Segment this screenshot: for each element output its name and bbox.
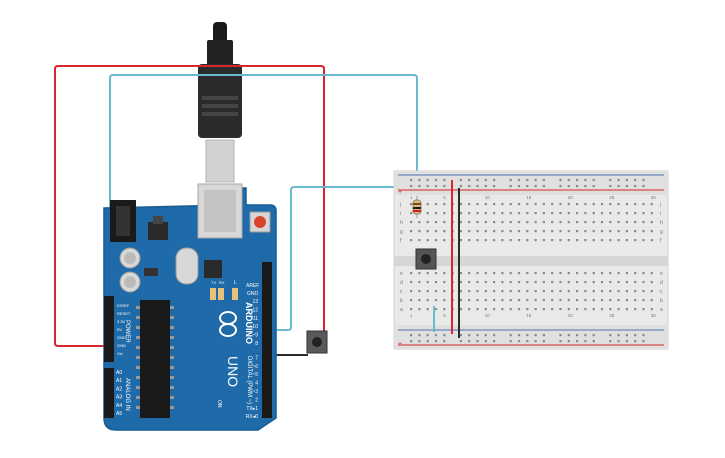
arduino-board[interactable]: ARDUINO UNO DIGITAL (PWM ~) ANALOG IN PO…	[103, 183, 277, 431]
column-number: 15	[526, 195, 532, 200]
row-label: e	[660, 271, 663, 277]
power-header[interactable]	[104, 296, 114, 362]
row-label: c	[400, 289, 403, 295]
analog-pin-label: A4	[116, 403, 122, 409]
row-label: i	[400, 211, 401, 217]
digital-header[interactable]	[262, 262, 272, 418]
row-label: j	[399, 202, 401, 208]
power-label: POWER	[124, 320, 130, 343]
column-number: 5	[443, 313, 446, 318]
digital-pin-label: TX▸1	[246, 406, 258, 412]
digital-pin-label: ~9	[252, 333, 258, 339]
column-number: 25	[609, 313, 615, 318]
row-label: f	[660, 238, 662, 244]
v5-label: 5V	[117, 327, 122, 332]
row-label: g	[400, 229, 403, 235]
digital-label: DIGITAL (PWM ~)	[246, 356, 252, 404]
row-label: a	[660, 307, 663, 313]
usb-cable[interactable]	[198, 22, 242, 183]
column-number: 10	[485, 313, 491, 318]
digital-pin-label: RX◂0	[246, 414, 258, 420]
digital-pin-label: ~11	[250, 316, 258, 322]
wire-cyan-top[interactable]	[109, 74, 418, 330]
aref-label: AREF	[246, 283, 259, 289]
column-number: 10	[485, 195, 491, 200]
digital-pin-label: ~10	[250, 324, 259, 330]
digital-pin-label: ~5	[252, 372, 258, 378]
digital-pin-label: ~3	[252, 389, 258, 395]
analog-pin-label: A1	[116, 378, 122, 384]
analog-label: ANALOG IN	[124, 378, 130, 411]
digital-pin-labels: 13 12 ~11 ~10 ~9 8 7 ~6 ~5 4 ~3 2TX▸1RX◂0	[246, 299, 258, 420]
ioref-label: IOREF	[117, 303, 130, 308]
row-label: j	[659, 202, 661, 208]
board-model-text: UNO	[225, 356, 241, 387]
digital-pin-label: ~6	[252, 364, 258, 370]
row-label: e	[400, 271, 403, 277]
pushbutton-external[interactable]	[306, 330, 328, 354]
analog-pin-label: A0	[116, 370, 122, 376]
on-label: ON	[216, 400, 222, 408]
analog-pin-label: A5	[116, 411, 122, 417]
v33-label: 3.3V	[117, 319, 126, 324]
row-label: c	[660, 289, 663, 295]
row-label: i	[660, 211, 661, 217]
arduino-logo	[219, 311, 237, 337]
row-label: f	[400, 238, 402, 244]
board-logo-text: ARDUINO	[244, 302, 254, 344]
gnd-top-label: GND	[247, 291, 259, 297]
vin-label: Vin	[117, 351, 123, 356]
tx-label: TX	[211, 280, 216, 285]
column-number: 20	[568, 195, 574, 200]
analog-header[interactable]	[104, 368, 114, 418]
gnd2-label: GND	[117, 343, 126, 348]
rail-plus-bottom: +	[398, 341, 402, 348]
digital-pin-label: 12	[252, 307, 258, 313]
digital-pin-label: 13	[252, 299, 258, 305]
gnd1-label: GND	[117, 335, 126, 340]
row-label: d	[660, 280, 663, 286]
column-number: 5	[443, 195, 446, 200]
analog-pin-label: A2	[116, 386, 122, 392]
row-label: d	[400, 280, 403, 286]
row-label: g	[660, 229, 663, 235]
column-number: 20	[568, 313, 574, 318]
column-number: 1	[410, 313, 413, 318]
column-number: 1	[410, 195, 413, 200]
digital-pin-label: 8	[255, 341, 258, 347]
digital-pin-label: 4	[255, 381, 258, 387]
column-number: 30	[651, 313, 657, 318]
pushbutton-breadboard[interactable]	[415, 248, 437, 270]
column-number: 30	[651, 195, 657, 200]
column-number: 15	[526, 313, 532, 318]
row-label: b	[660, 298, 663, 304]
column-number: 25	[609, 195, 615, 200]
rx-label: RX	[219, 280, 225, 285]
row-label: h	[400, 220, 403, 226]
led-l-label: L	[234, 280, 237, 286]
row-label: b	[400, 298, 403, 304]
reset-pin-label: RESET	[117, 311, 131, 316]
wire-cyan-pin[interactable]	[110, 186, 408, 331]
wire-red-5v[interactable]	[54, 65, 325, 347]
digital-pin-label: 2	[255, 397, 258, 403]
wires	[54, 65, 418, 356]
row-label: a	[400, 307, 403, 313]
digital-pin-label: 7	[255, 355, 258, 361]
row-label: h	[660, 220, 663, 226]
rail-plus-top: +	[398, 189, 402, 196]
resistor[interactable]	[412, 196, 422, 218]
analog-pin-label: A3	[116, 395, 122, 401]
